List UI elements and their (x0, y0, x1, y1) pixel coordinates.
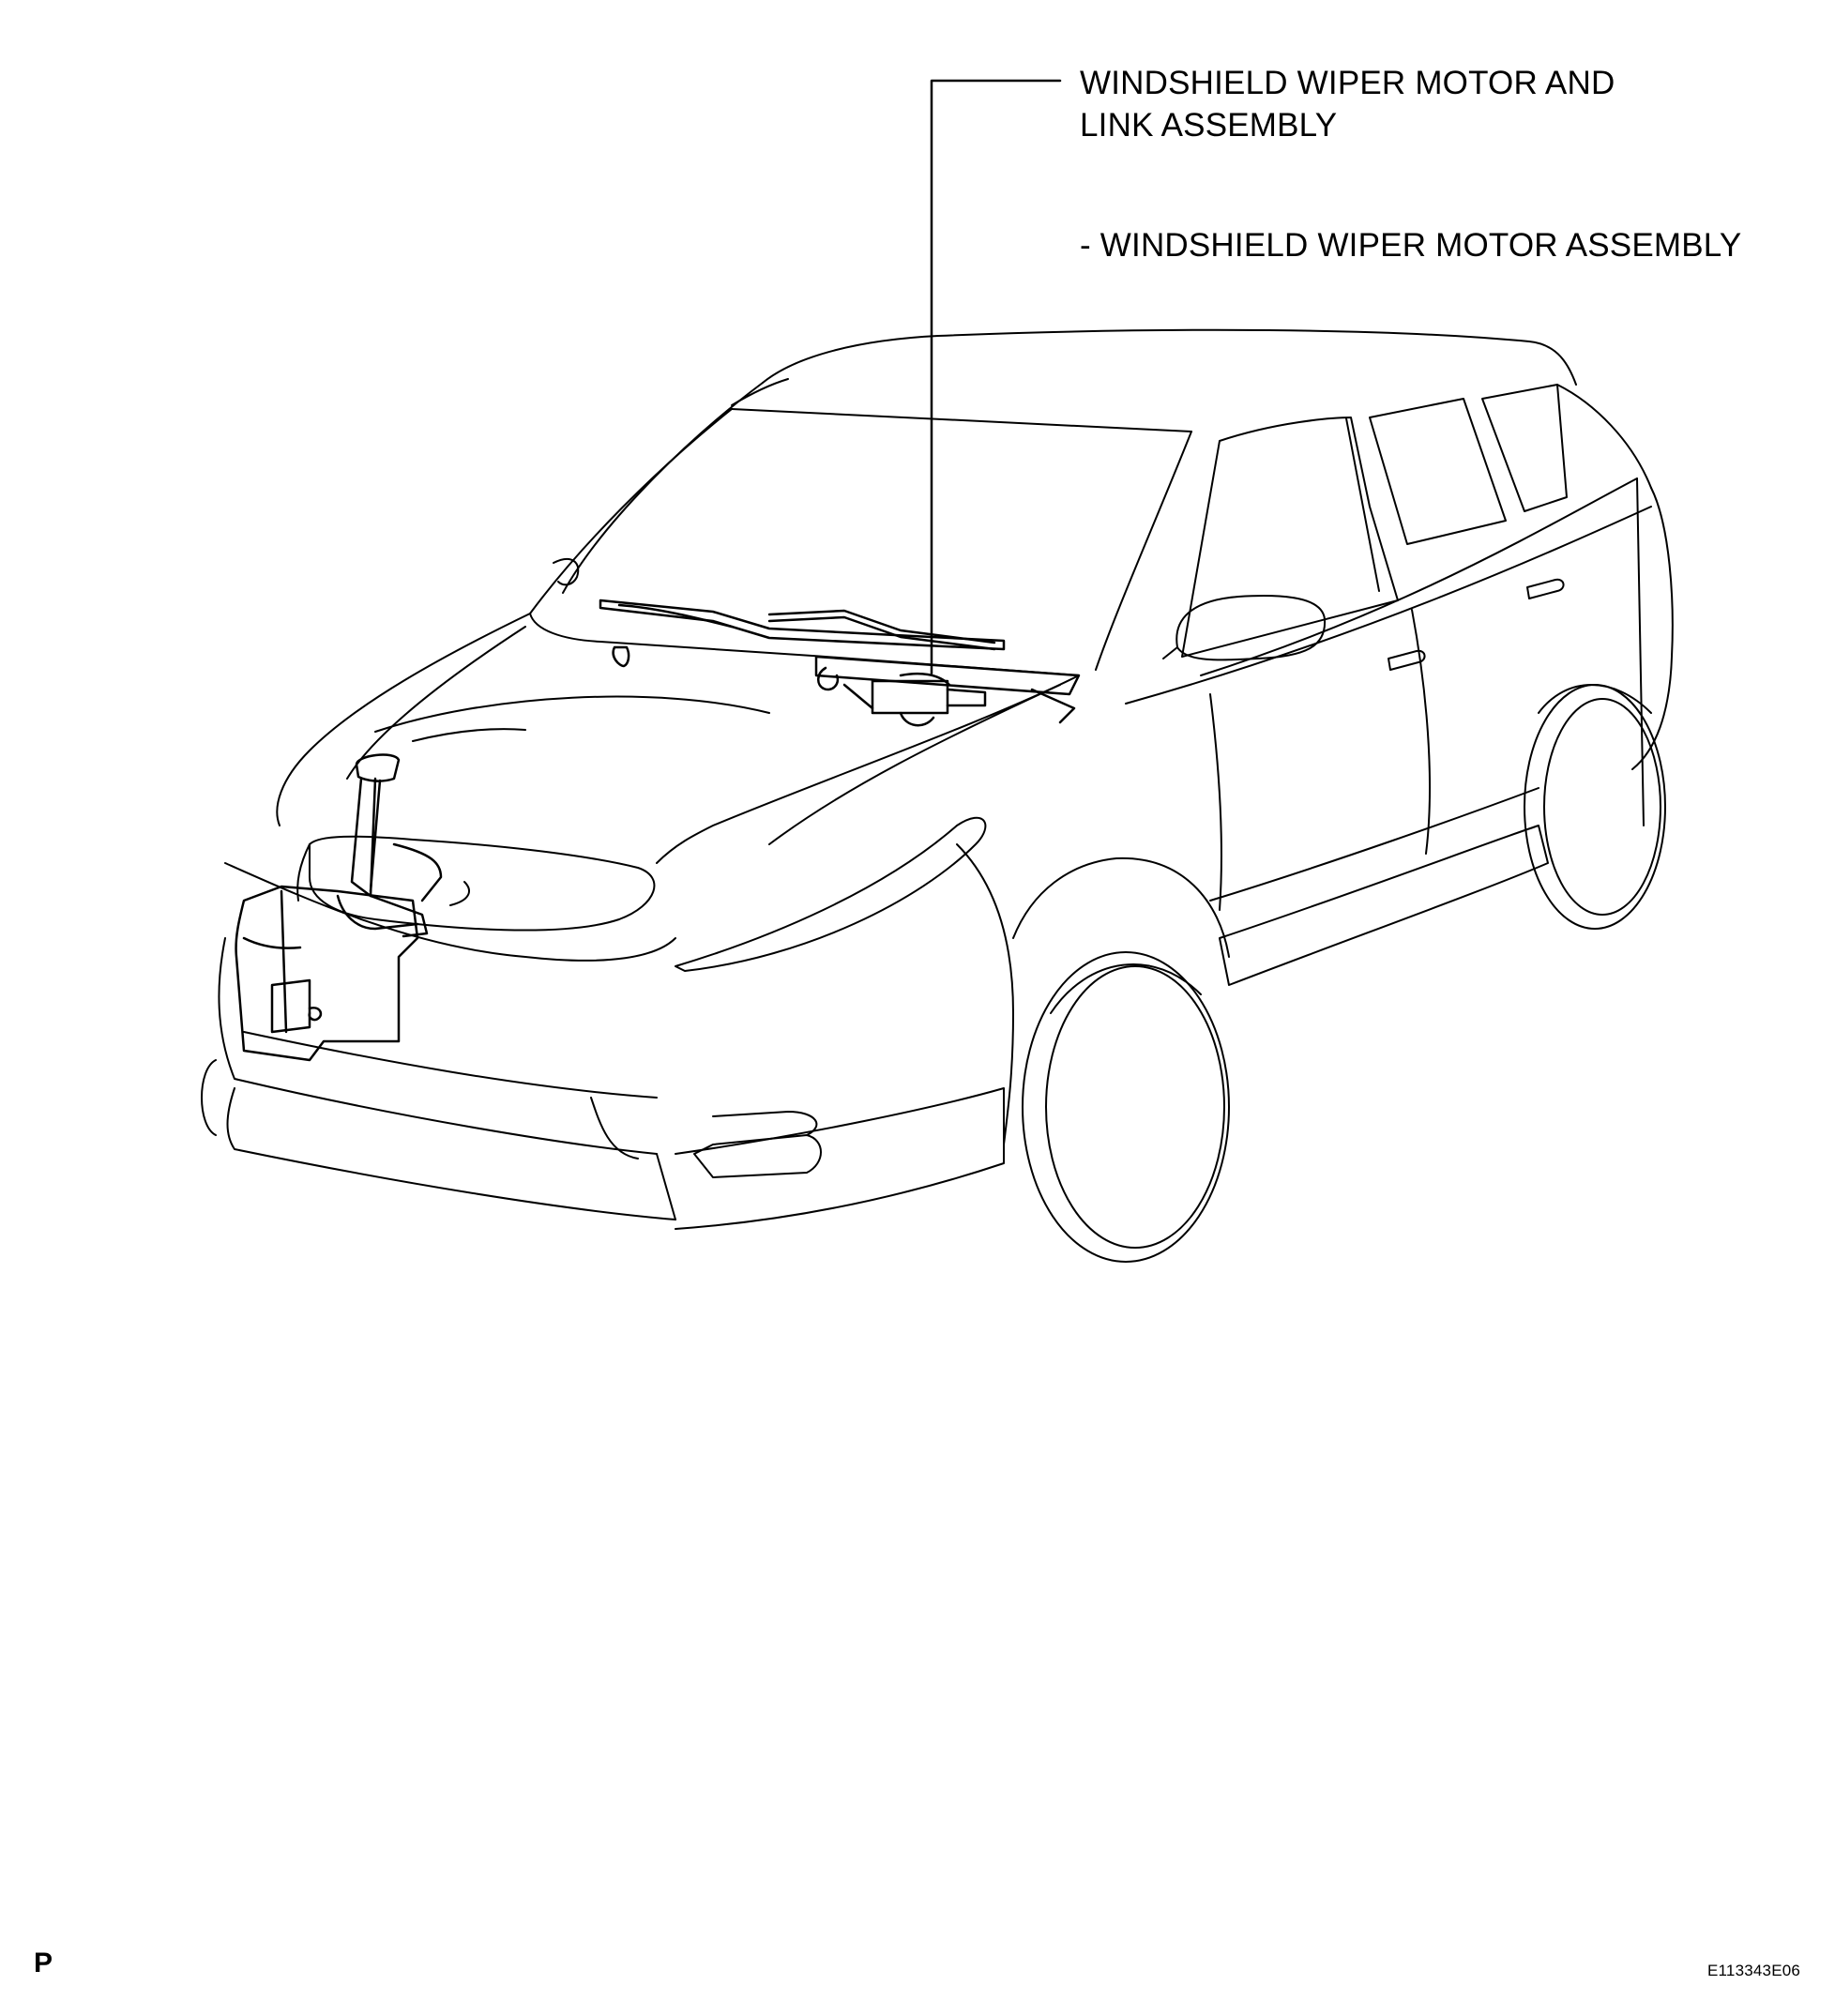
front-wheel (1022, 951, 1230, 1263)
wiper-blades (599, 599, 1006, 668)
page-letter: P (34, 1948, 53, 1978)
figure-code: E113343E06 (1707, 1962, 1801, 1979)
rear-wheel (1524, 684, 1666, 930)
hood-and-front (201, 613, 1230, 1230)
wiper-motor-assembly (814, 655, 1081, 727)
callout-label-line-2: LINK ASSEMBLY (1080, 107, 1338, 144)
car-body-outline (529, 328, 1674, 986)
callout-sub-label: - WINDSHIELD WIPER MOTOR ASSEMBLY (1080, 227, 1742, 264)
callout-label-line-1: WINDSHIELD WIPER MOTOR AND (1080, 65, 1615, 101)
engine-bay-lines (296, 558, 580, 906)
callout-leader-line (930, 79, 1062, 675)
washer-reservoir (235, 753, 443, 1062)
